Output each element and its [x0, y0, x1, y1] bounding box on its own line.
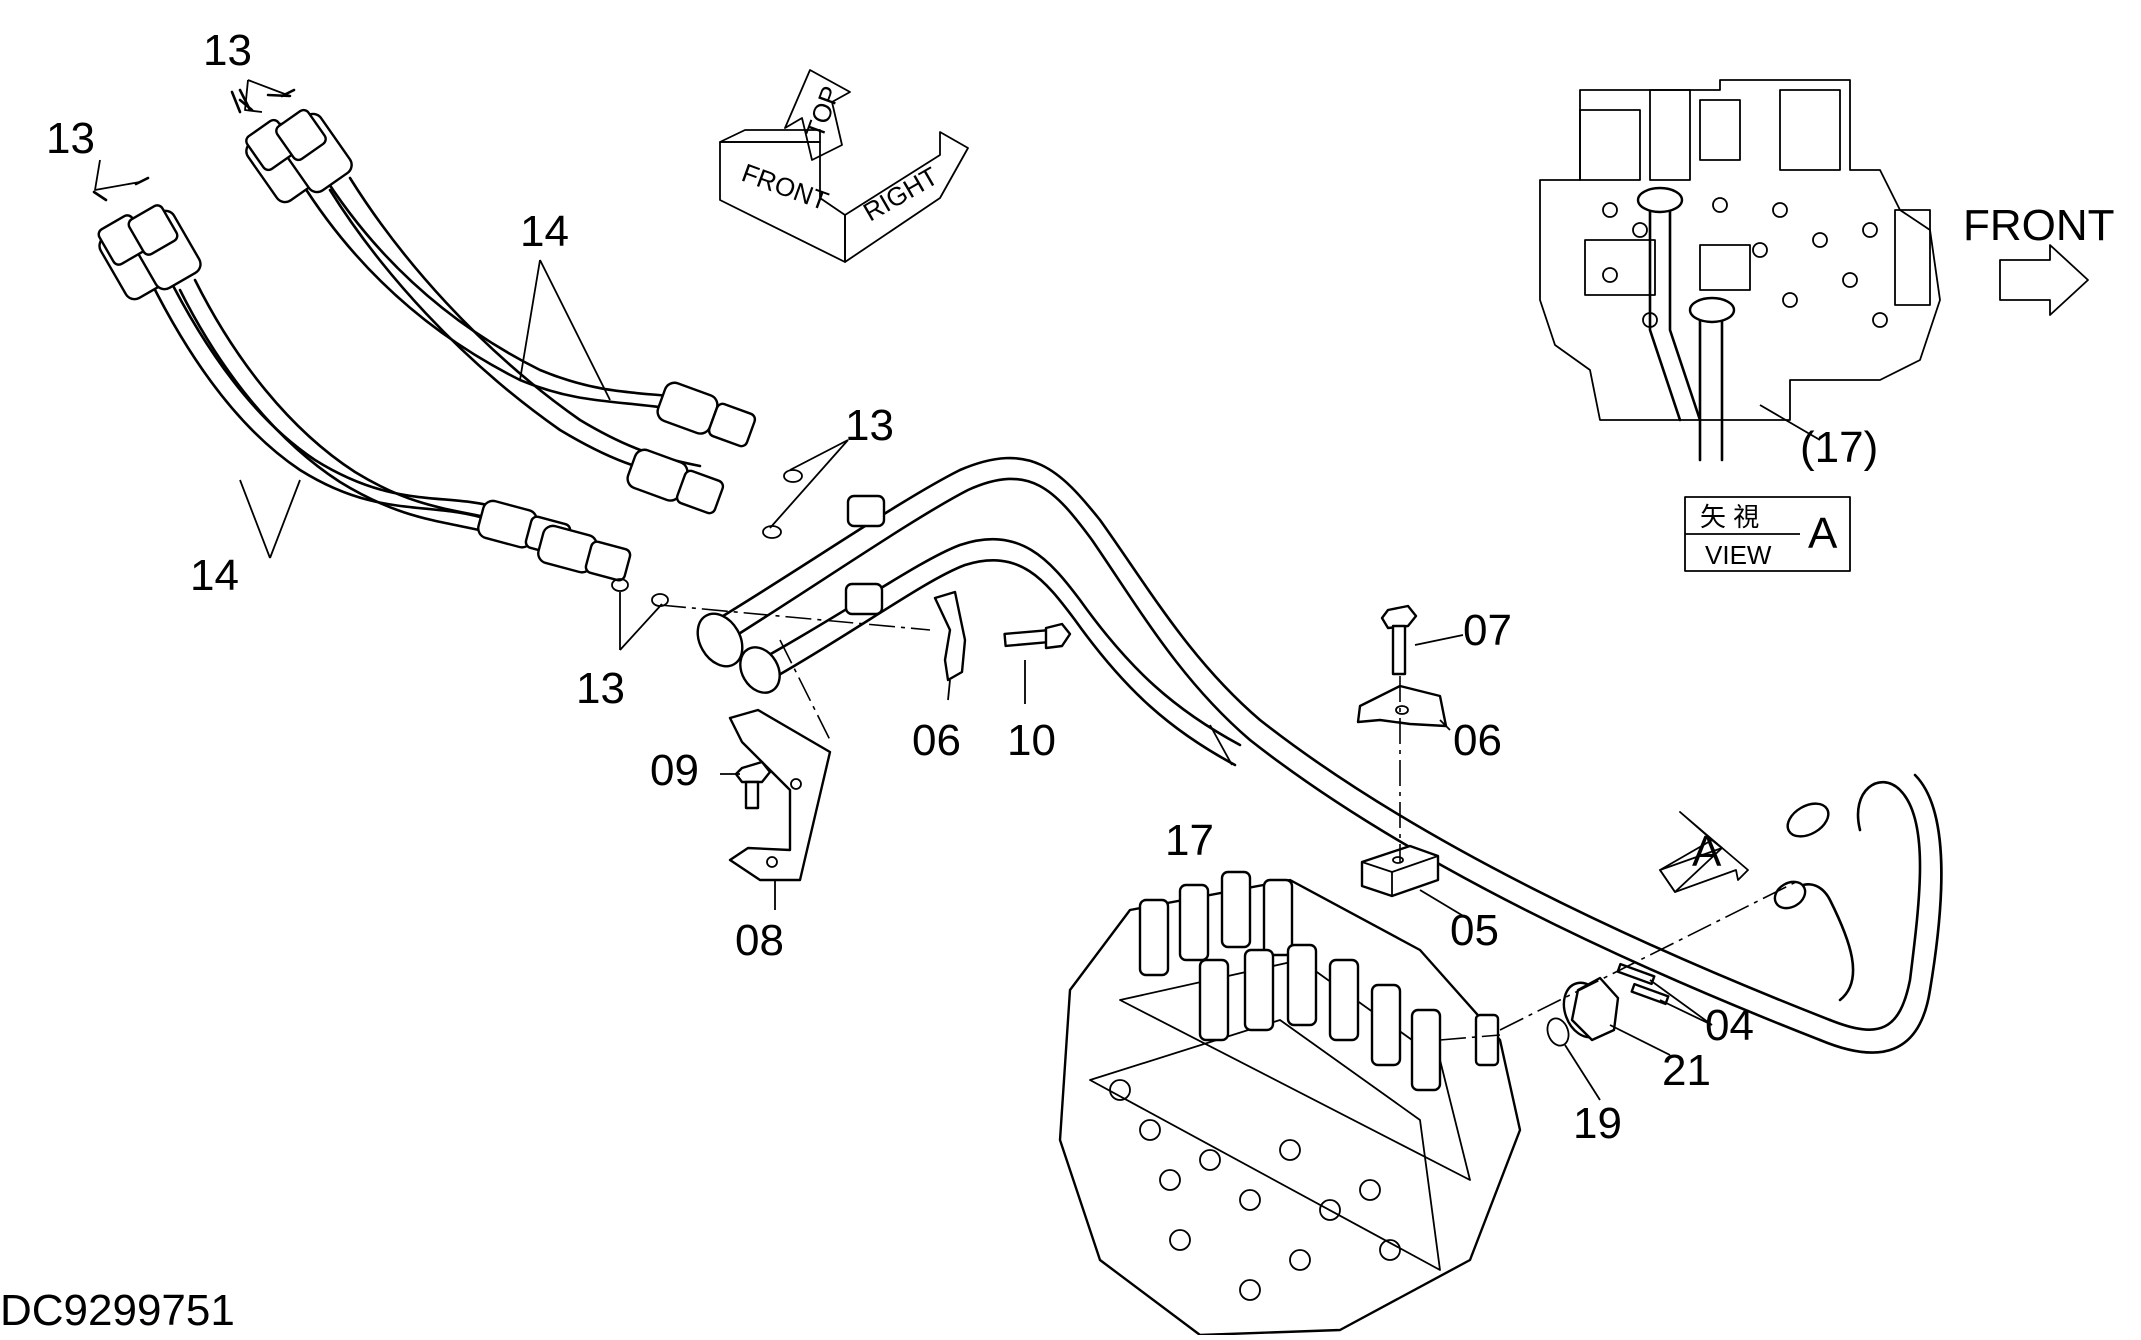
steel-pipe-assembly — [696, 456, 1943, 1054]
view-a-arrow-icon: A — [1659, 811, 1749, 893]
view-a-inset — [1539, 79, 1941, 462]
valve-spools — [1138, 870, 1500, 1092]
view-kanji: 矢 視 — [1700, 502, 1759, 532]
orientation-right-label: RIGHT — [858, 161, 943, 227]
callout-07: 07 — [1463, 606, 1512, 655]
center-lines — [659, 604, 1801, 1041]
hose-assembly-upper — [245, 108, 757, 515]
drawing-id: DC9299751 — [0, 1286, 235, 1335]
callout-13-right: 13 — [845, 401, 894, 450]
bolt-10 — [1003, 622, 1072, 650]
clamp-06-right — [1356, 684, 1448, 728]
callout-05: 05 — [1450, 906, 1499, 955]
hose-assembly-lower — [97, 204, 632, 582]
callout-10: 10 — [1007, 716, 1056, 765]
callout-04: 04 — [1705, 1001, 1754, 1050]
front-label: FRONT — [1963, 201, 2115, 250]
callout-labels: 13 13 13 13 14 14 17 07 06 06 10 09 08 0… — [0, 26, 2115, 1335]
block-05 — [1360, 844, 1440, 898]
clamp-06-left — [933, 590, 967, 682]
callout-21: 21 — [1662, 1046, 1711, 1095]
flange-21 — [1562, 976, 1620, 1042]
o-ring-19 — [1546, 1017, 1570, 1047]
control-valve-icon — [1058, 870, 1522, 1337]
callout-06-left: 06 — [912, 716, 961, 765]
bolt-09 — [734, 760, 772, 810]
callout-08: 08 — [735, 916, 784, 965]
inset-ports — [1602, 197, 1888, 328]
valve-ports — [1109, 1079, 1401, 1301]
view-a-arrow-letter: A — [1692, 827, 1722, 876]
callout-14-upper: 14 — [520, 207, 569, 256]
callout-13-top: 13 — [203, 26, 252, 75]
callout-19: 19 — [1573, 1099, 1622, 1148]
orientation-compass-icon: FRONT TOP RIGHT — [719, 69, 969, 263]
front-arrow-icon — [1999, 244, 2089, 316]
bracket-08 — [728, 708, 832, 882]
callout-13-left: 13 — [46, 114, 95, 163]
bolt-07 — [1380, 604, 1418, 676]
callout-14-lower: 14 — [190, 551, 239, 600]
callout-09: 09 — [650, 746, 699, 795]
view-a-label-box — [1684, 496, 1851, 572]
view-ref-part: (17) — [1800, 423, 1878, 472]
view-label: VIEW — [1705, 540, 1772, 570]
callout-06-right: 06 — [1453, 716, 1502, 765]
ticks-13 — [92, 88, 296, 202]
orientation-front-label: FRONT — [738, 157, 833, 216]
bolts-04 — [1616, 962, 1670, 1006]
view-letter: A — [1808, 509, 1838, 558]
callout-13-bottom: 13 — [576, 664, 625, 713]
callout-17: 17 — [1165, 816, 1214, 865]
